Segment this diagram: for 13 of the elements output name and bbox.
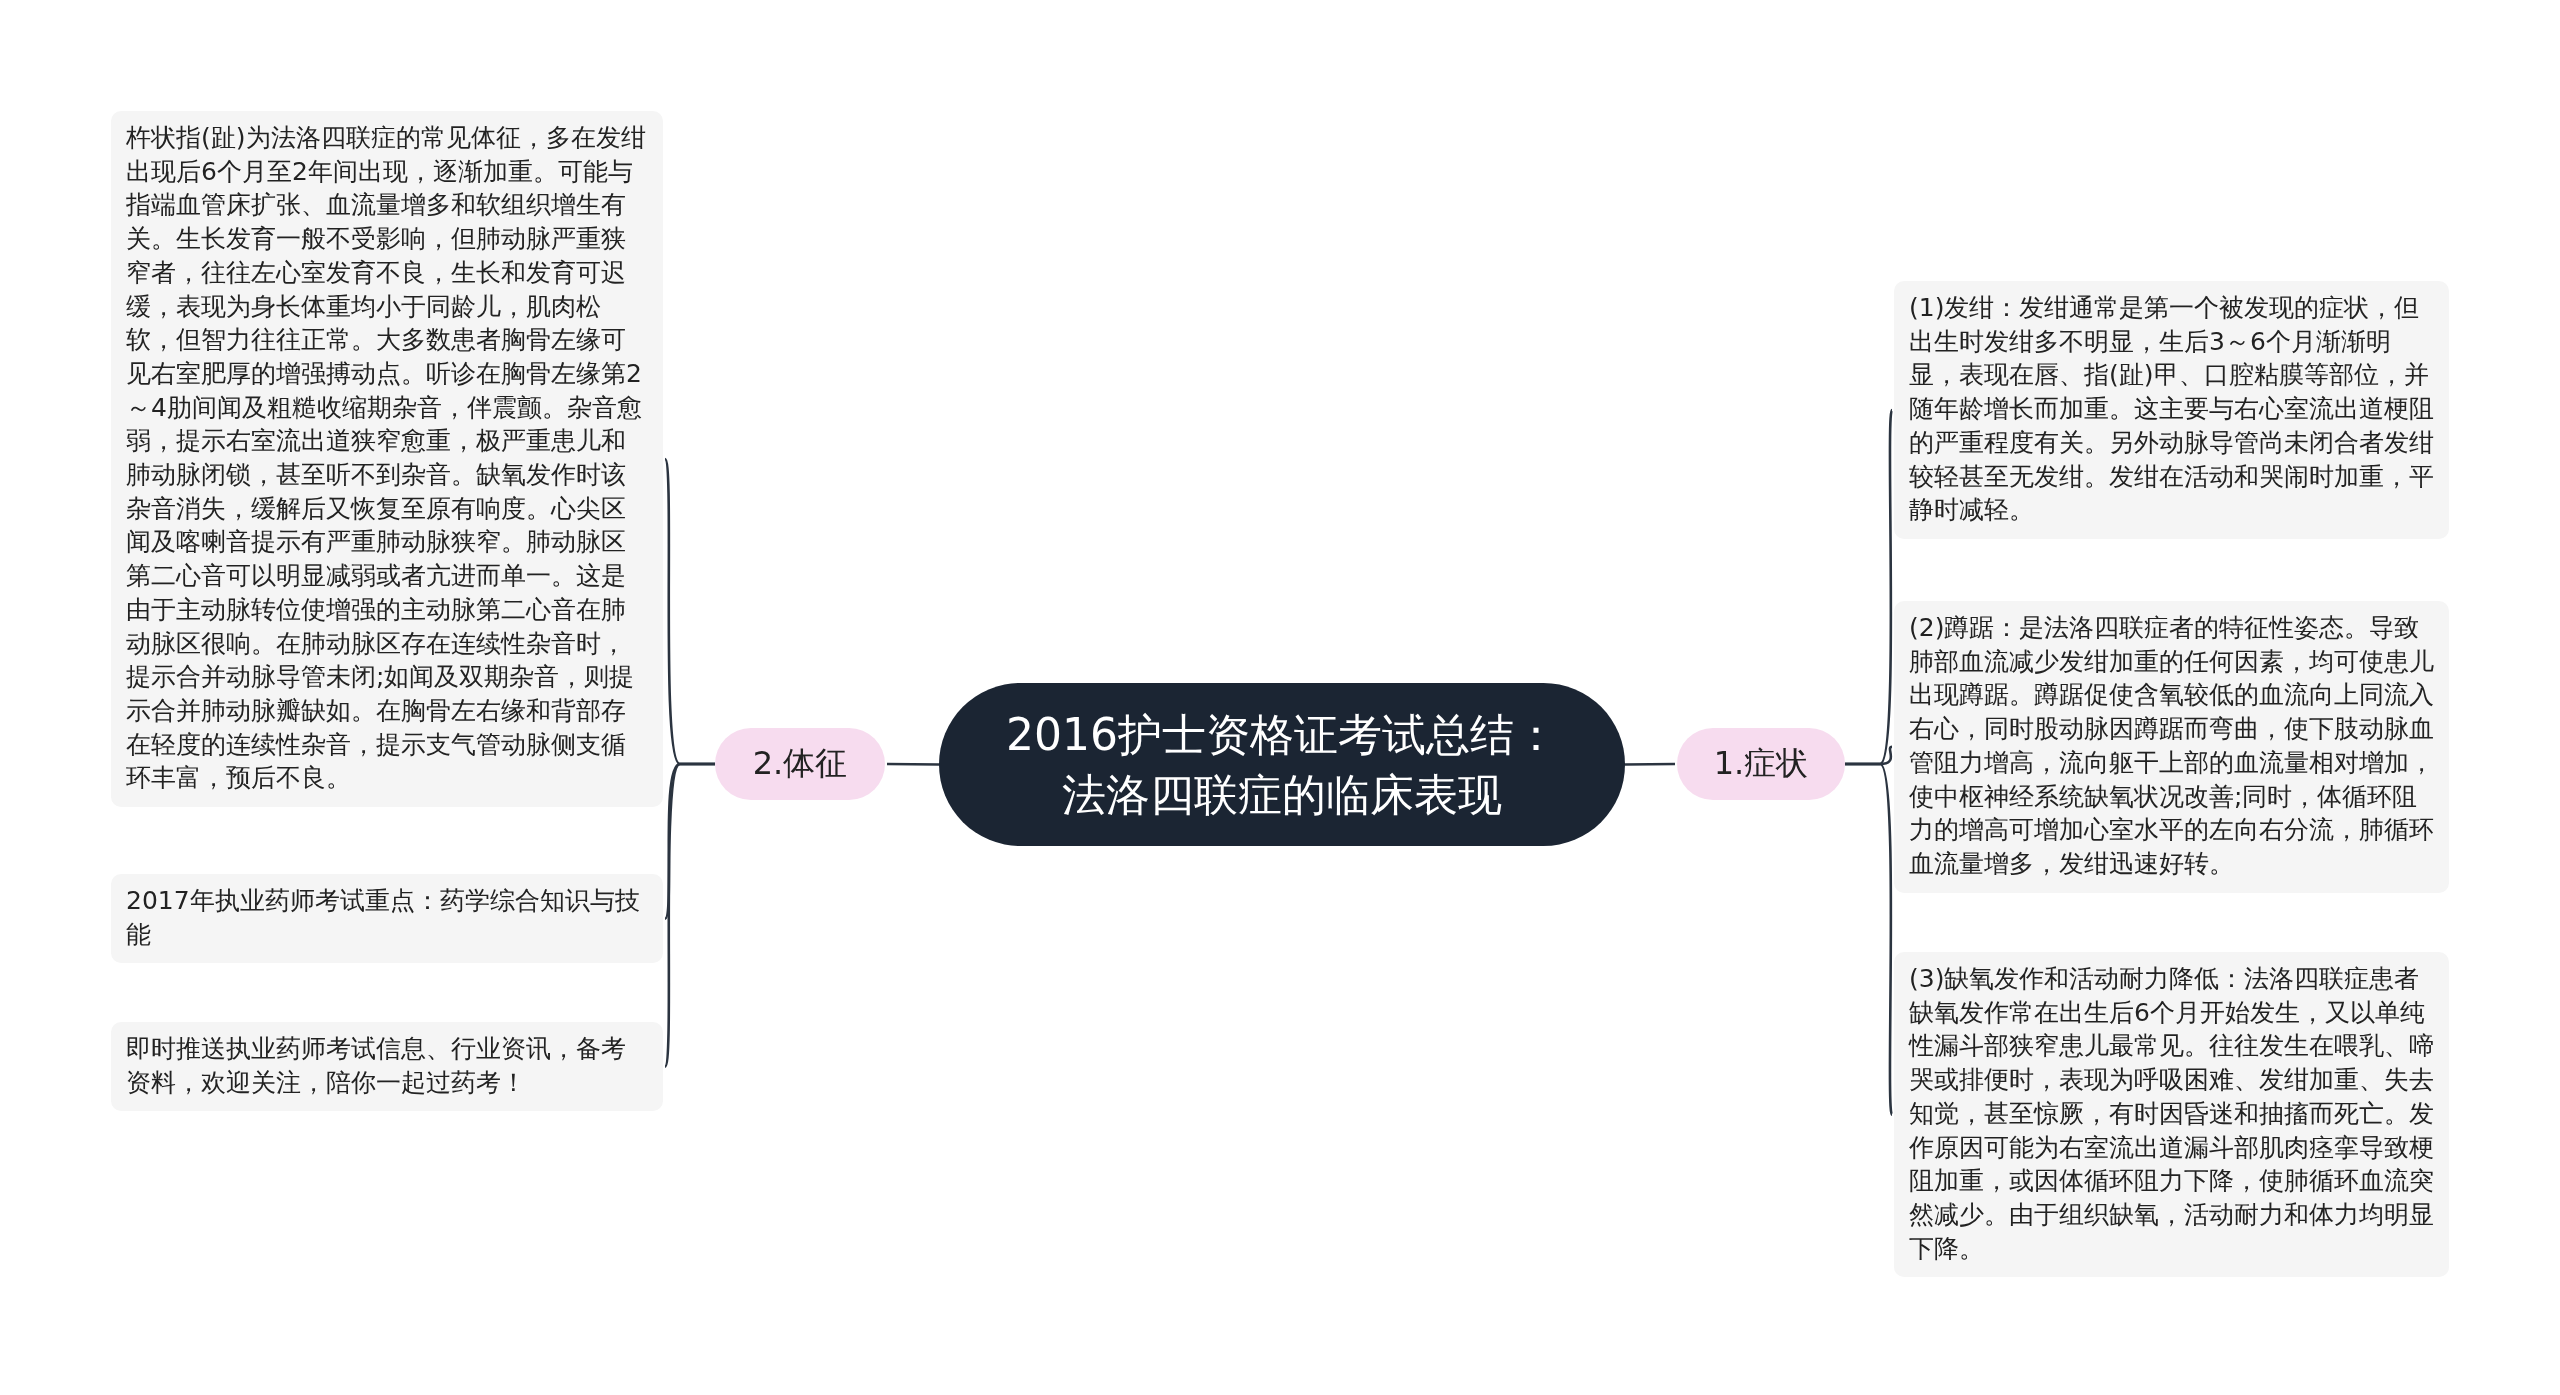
- text-card: (2)蹲踞：是法洛四联症者的特征性姿态。导致肺部血流减少发绀加重的任何因素，均可使患儿出现蹲踞。蹲踞促使含氧较低的血流向上同流入右心，同时股动脉因蹲踞而弯曲，使下肢动脉血管阻力增高，流向躯干上部的血流量相对增加，使中枢神经系统缺氧状况改善;同时，体循环阻力的增高可增加心室水平的左向右分流，肺循环血流量增多，发绀迅速好转。: [1894, 601, 2449, 893]
- text-card: 杵状指(趾)为法洛四联症的常见体征，多在发绀出现后6个月至2年间出现，逐渐加重。可能与指端血管床扩张、血流量增多和软组织增生有关。生长发育一般不受影响，但肺动脉严重狭窄者，往往左心室发育不良，生长和发育可迟缓，表现为身长体重均小于同龄儿，肌肉松软，但智力往往正常。大多数患者胸骨左缘可见右室肥厚的增强搏动点。听诊在胸骨左缘第2～4肋间闻及粗糙收缩期杂音，伴震颤。杂音愈弱，提示右室流出道狭窄愈重，极严重患儿和肺动脉闭锁，甚至听不到杂音。缺氧发作时该杂音消失，缓解后又恢复至原有响度。心尖区闻及喀喇音提示有严重肺动脉狭窄。肺动脉区第二心音可以明显减弱或者亢进而单一。这是由于主动脉转位使增强的主动脉第二心音在肺动脉区很响。在肺动脉区存在连续性杂音时，提示合并动脉导管未闭;如闻及双期杂音，则提示合并肺动脉瓣缺如。在胸骨左右缘和背部存在轻度的连续性杂音，提示支气管动脉侧支循环丰富，预后不良。: [111, 111, 663, 808]
- text-card: 2017年执业药师考试重点：药学综合知识与技能: [111, 874, 663, 964]
- central-topic: 2016护士资格证考试总结：法洛四联症的临床表现: [939, 683, 1625, 846]
- connector-line: [663, 762, 715, 1068]
- connector-line: [1625, 762, 1675, 766]
- branch-topic: 2.体征: [715, 728, 885, 800]
- text-card: (3)缺氧发作和活动耐力降低：法洛四联症患者缺氧发作常在出生后6个月开始发生，又以单纯性漏斗部狭窄患儿最常见。往往发生在喂乳、啼哭或排便时，表现为呼吸困难、发绀加重、失去知觉，甚至惊厥，有时因昏迷和抽搐而死亡。发作原因可能为右室流出道漏斗部肌肉痉挛导致梗阻加重，或因体循环阻力下降，使肺循环血流突然减少。由于组织缺氧，活动耐力和体力均明显下降。: [1894, 952, 2449, 1278]
- connector-line: [887, 762, 939, 766]
- connector-line: [1845, 762, 1894, 1115]
- branch-topic: 1.症状: [1677, 728, 1845, 800]
- text-card: 即时推送执业药师考试信息、行业资讯，备考资料，欢迎关注，陪你一起过药考！: [111, 1022, 663, 1112]
- text-card: (1)发绀：发绀通常是第一个被发现的症状，但出生时发绀多不明显，生后3～6个月渐渐明显，表现在唇、指(趾)甲、口腔粘膜等部位，并随年龄增长而加重。这主要与右心室流出道梗阻的严重程度有关。另外动脉导管尚未闭合者发绀较轻甚至无发绀。发绀在活动和哭闹时加重，平静时减轻。: [1894, 281, 2449, 539]
